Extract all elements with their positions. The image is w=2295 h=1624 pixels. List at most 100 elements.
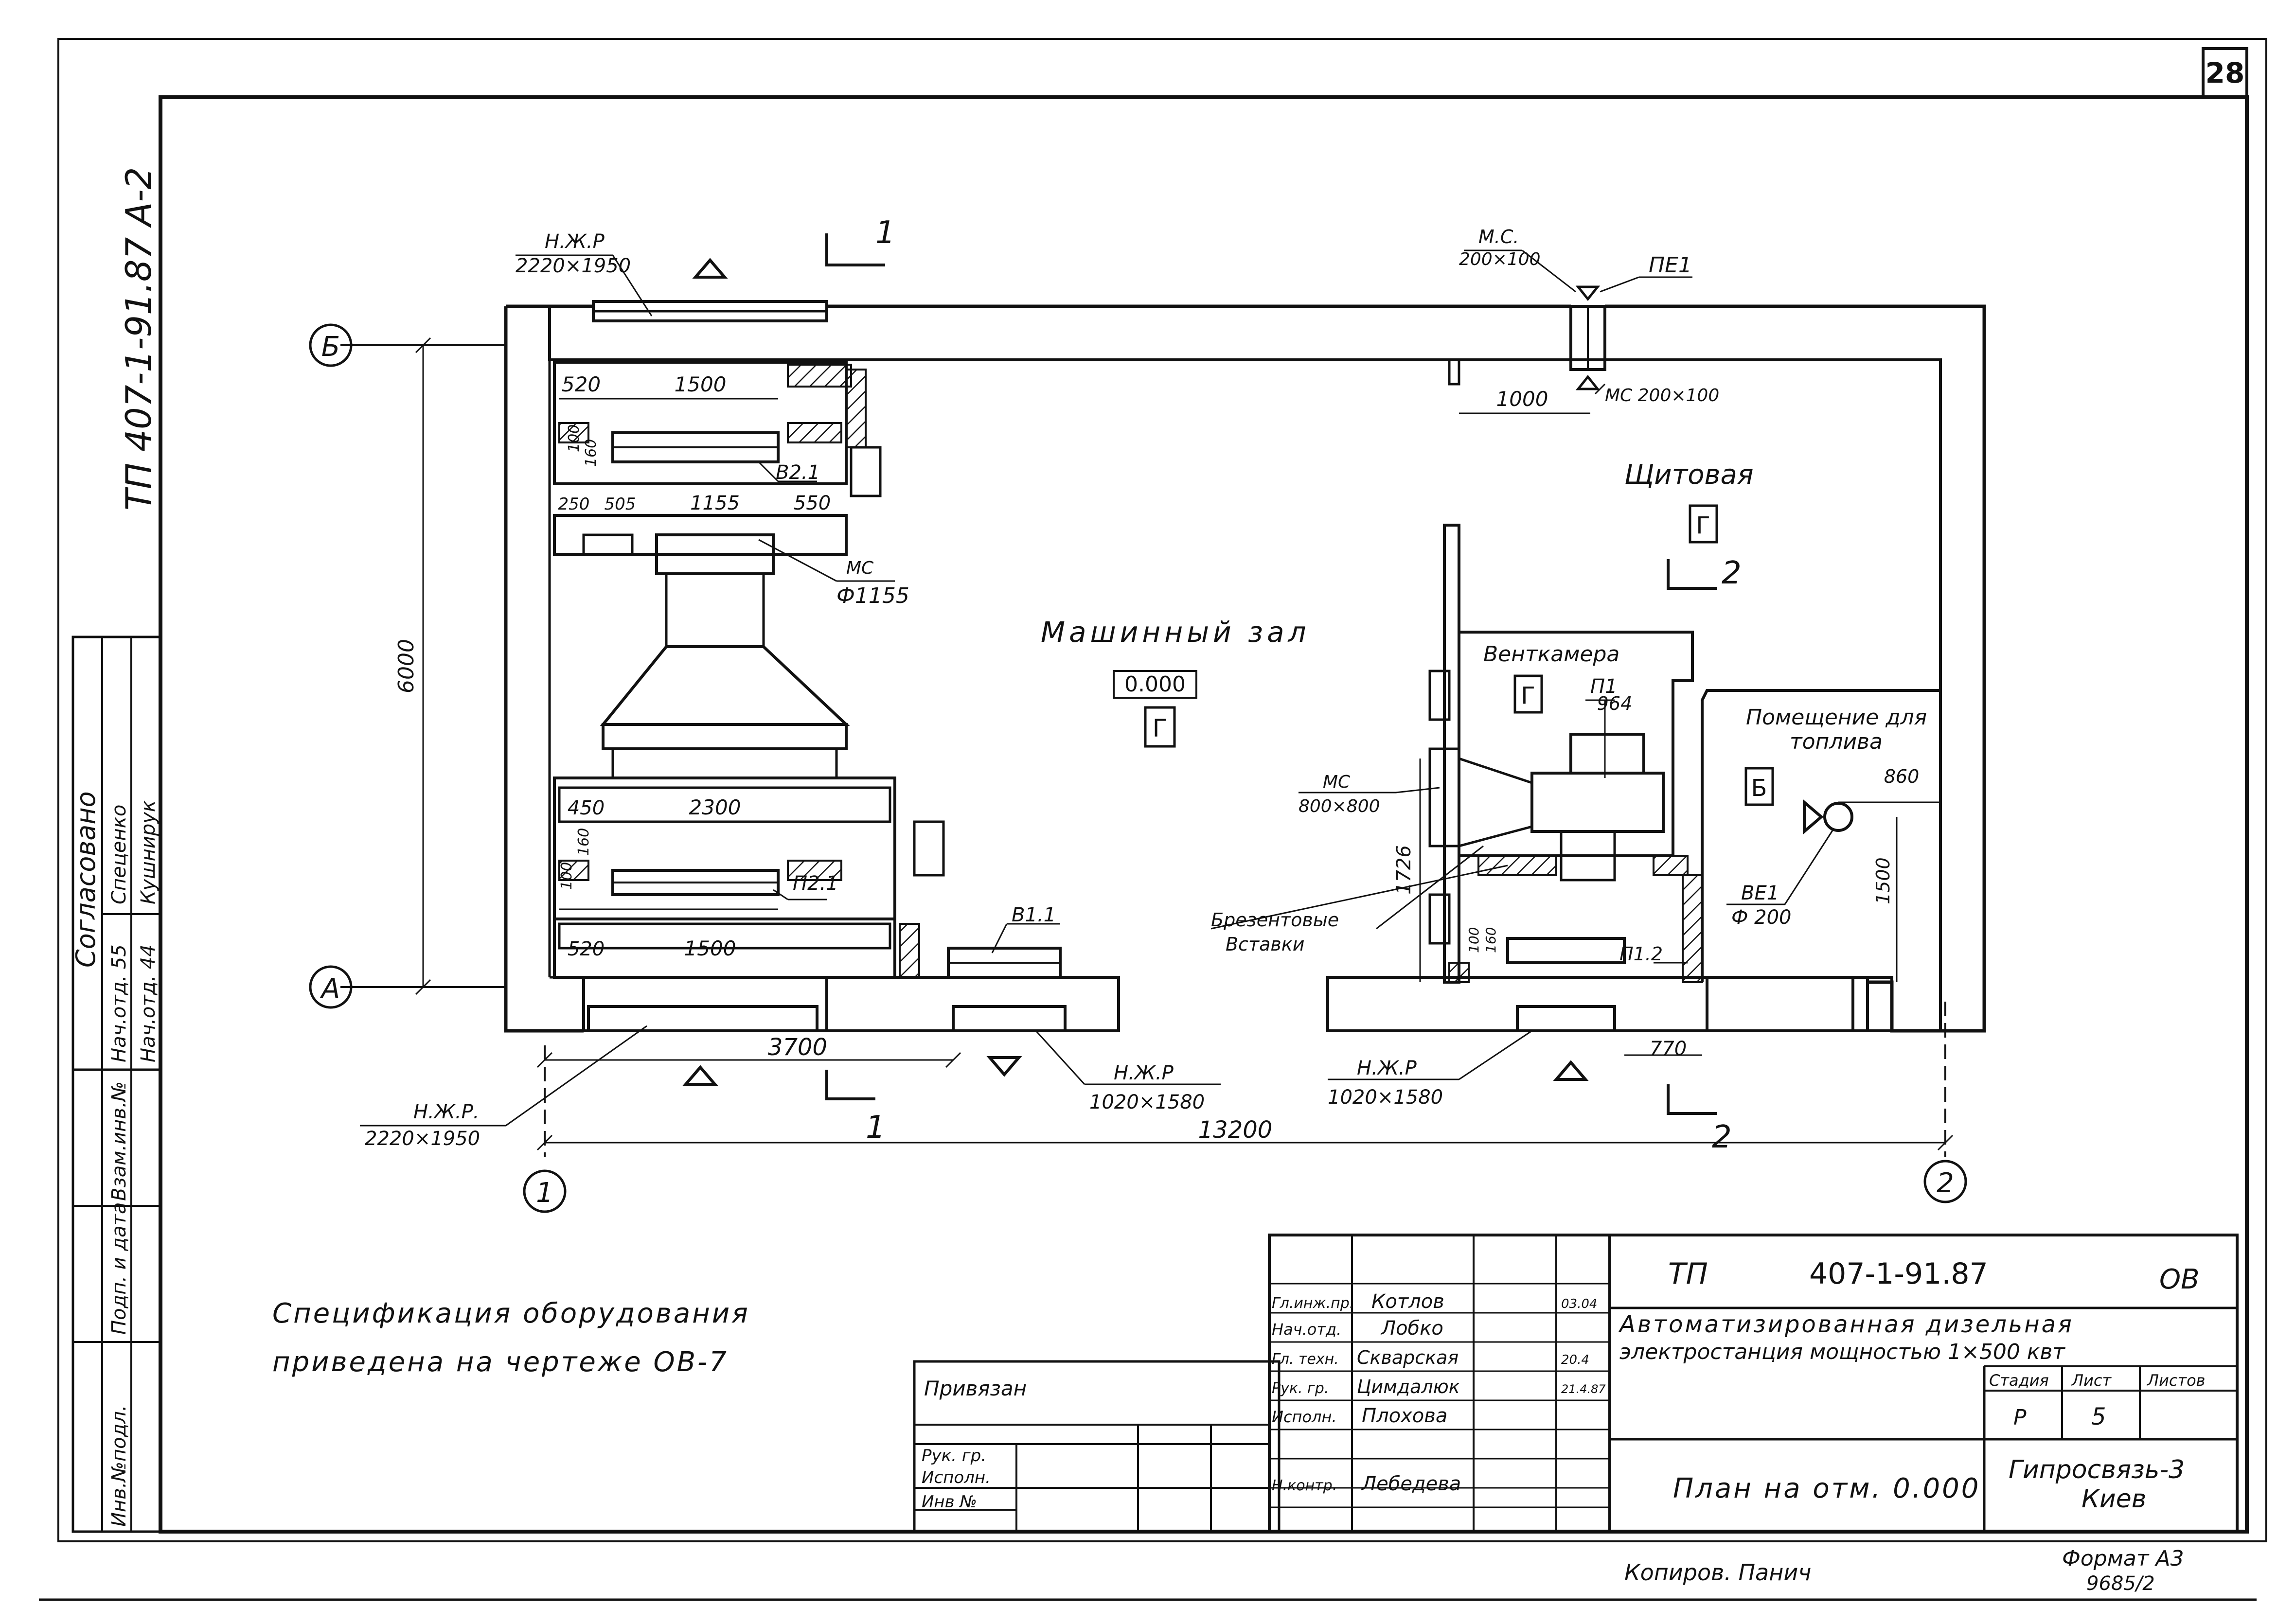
dim-100a: 100: [566, 424, 583, 452]
unit-v11: [947, 947, 1062, 979]
dim-160b: 160: [575, 828, 592, 856]
outer-frame: [57, 38, 2267, 1542]
order-number: 9685/2: [2086, 1572, 2155, 1595]
vent-cat: Г: [1521, 682, 1535, 709]
dim-100b: 100: [558, 862, 575, 890]
axis-b-label: Б: [321, 331, 340, 363]
dim-550: 550: [794, 492, 831, 514]
louver-bm-size: 1020×1580: [1089, 1091, 1205, 1113]
vent-cat-box: [1513, 674, 1543, 714]
agree-role-1: Нач.отд. 55: [108, 944, 130, 1062]
dim-1500b: 1500: [684, 936, 736, 960]
room-vent-chamber: Венткамера: [1483, 642, 1619, 667]
louver-bl-size: 2220×1950: [365, 1128, 480, 1150]
person-name-1: Котлов: [1371, 1290, 1444, 1313]
agreed-label: Согласовано: [71, 791, 101, 968]
project-code: 407-1-91.87: [1809, 1257, 1988, 1291]
building-walls: [504, 304, 1986, 1033]
label-mc-800: МС: [1323, 772, 1351, 792]
label-mc-200: МС 200×100: [1605, 386, 1719, 406]
stage-header: Стадия: [1989, 1371, 2049, 1390]
person-role-2: Нач.отд.: [1272, 1320, 1341, 1339]
side-code: ТП 407-1-91.87 А-2: [118, 167, 159, 511]
dim-160c: 160: [1483, 927, 1499, 953]
dim-520a: 520: [562, 372, 601, 396]
axis-b-marker: [309, 323, 353, 367]
person-name-2: Лобко: [1380, 1317, 1443, 1340]
louver-br-size: 1020×1580: [1328, 1086, 1443, 1109]
dimension-lines: [415, 337, 1954, 1151]
spec-note-l1: Спецификация оборудования: [272, 1298, 750, 1329]
machine-mark: 0.000: [1124, 672, 1186, 697]
person-name-4: Цимдалюк: [1357, 1376, 1460, 1397]
label-mc-800-size: 800×800: [1299, 796, 1380, 816]
dim-450: 450: [568, 797, 605, 819]
copied-by: Копиров. Панич: [1624, 1559, 1811, 1586]
axis-1-marker: [523, 1169, 567, 1213]
diffuser-cone: [600, 533, 850, 779]
fuel-cat: Б: [1751, 775, 1767, 802]
agree-name-2: Кушнирук: [137, 800, 160, 904]
machine-cat: Г: [1153, 714, 1168, 742]
supply-unit-p21: [553, 777, 945, 979]
louver-top-size: 2220×1950: [516, 255, 631, 277]
axis-2-marker: [1923, 1160, 1967, 1203]
person-role-3: Гл. техн.: [1272, 1351, 1339, 1368]
fuel-room: [1701, 689, 1940, 1032]
person-name-3: Скварская: [1357, 1347, 1459, 1368]
room-switch: Щитовая: [1624, 459, 1754, 491]
person-date-1: 03.04: [1561, 1297, 1597, 1311]
page-number: 28: [2206, 56, 2245, 89]
stamp-col-inv: Инв.№подл.: [108, 1405, 130, 1527]
room-fuel-l1: Помещение для: [1746, 705, 1927, 730]
title-line-2: электростанция мощностью 1×500 квт: [1619, 1340, 2065, 1364]
label-mc-d: МС: [846, 558, 874, 578]
dim-505: 505: [605, 494, 636, 514]
sheet-header: Лист: [2071, 1371, 2112, 1390]
drawing-name: План на отм. 0.000: [1673, 1473, 1980, 1504]
dim-860: 860: [1884, 766, 1920, 787]
agree-role-2: Нач.отд. 44: [137, 944, 160, 1062]
axis-2-label: 2: [1937, 1167, 1954, 1199]
bottom-louver-right: [1516, 1005, 1616, 1032]
label-v11: В1.1: [1012, 904, 1056, 926]
dim-520b: 520: [568, 938, 605, 960]
section-1-bottom: 1: [866, 1110, 886, 1146]
spec-note-l2: приведена на чертеже ОВ-7: [272, 1346, 729, 1378]
label-v21: В2.1: [776, 461, 820, 484]
label-mc-d-size: Ф1155: [836, 583, 909, 608]
section-2-top: 2: [1722, 555, 1742, 591]
label-ve1: ВЕ1: [1741, 882, 1779, 904]
person-role-6: Н.контр.: [1272, 1477, 1337, 1494]
dim-964: 964: [1597, 693, 1633, 714]
title-block-grid: [913, 1234, 2239, 1533]
left-stamp: [71, 635, 162, 1533]
axis-a-label: А: [320, 973, 340, 1005]
dim-3700: 3700: [768, 1034, 827, 1061]
vent-chamber: [1428, 524, 1703, 984]
dim-1500c: 1500: [1872, 857, 1894, 904]
switch-cat: Г: [1696, 512, 1710, 539]
leader-lines: [360, 249, 1834, 1127]
bottom-louver-left: [587, 1005, 818, 1032]
dim-6000: 6000: [394, 639, 419, 693]
label-ve1-d: Ф 200: [1731, 906, 1792, 929]
switch-cat-box: [1689, 504, 1718, 544]
org-line-2: Киев: [2082, 1484, 2146, 1514]
dim-770: 770: [1650, 1038, 1687, 1060]
louver-bl-name: Н.Ж.Р.: [413, 1101, 479, 1123]
bottom-louver-mid: [952, 1005, 1067, 1032]
louver-bm-name: Н.Ж.Р: [1114, 1062, 1174, 1084]
sheet-value: 5: [2091, 1403, 2106, 1430]
bound-row-3: Инв №: [922, 1492, 977, 1512]
org-line-1: Гипросвязь-3: [2009, 1455, 2185, 1484]
person-date-4: 21.4.87: [1561, 1382, 1606, 1396]
bound-row-2: Исполн.: [922, 1468, 991, 1487]
code-prefix: ТП: [1668, 1257, 1708, 1291]
person-role-1: Гл.инж.пр.: [1272, 1295, 1354, 1312]
person-date-3: 20.4: [1561, 1353, 1589, 1367]
room-fuel-l2: топлива: [1790, 729, 1883, 754]
louver-top-name: Н.Ж.Р: [545, 230, 605, 253]
label-p12: П1.2: [1619, 943, 1663, 965]
